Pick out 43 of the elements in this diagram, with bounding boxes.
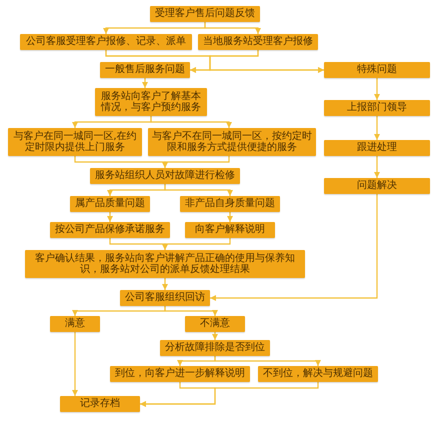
arrow bbox=[162, 156, 230, 168]
process-box: 非产品自身质量问题 bbox=[180, 196, 280, 212]
process-box: 特殊问题 bbox=[324, 62, 430, 78]
process-box: 与客户不在同一城同一区，按约定时限和服务方式提供便捷的服务 bbox=[148, 128, 316, 156]
arrow bbox=[227, 212, 233, 222]
arrow bbox=[374, 116, 380, 140]
process-box: 公司客服组织回访 bbox=[120, 290, 210, 306]
process-box: 公司客服受理客户报修、记录、派单 bbox=[20, 34, 192, 50]
process-box: 向客户解释说明 bbox=[185, 222, 275, 238]
arrow bbox=[107, 212, 113, 222]
arrow bbox=[162, 238, 231, 250]
process-box: 到位，向客户进一步解释说明 bbox=[110, 366, 250, 382]
process-box: 记录存档 bbox=[60, 396, 140, 412]
process-box: 分析故障排除是否到位 bbox=[160, 340, 270, 356]
process-box: 与客户在同一城同一区,在约定时限内提供上门服务 bbox=[8, 128, 142, 156]
arrow bbox=[162, 278, 168, 290]
process-box: 客户确认结果，服务站向客户讲解产品正确的使用与保养知识，服务站对公司的派单反馈处理结果 bbox=[25, 250, 305, 278]
arrow bbox=[210, 194, 378, 301]
arrow bbox=[72, 332, 78, 396]
process-box: 服务站组织人员对故障进行检修 bbox=[90, 168, 240, 184]
process-box: 属产品质量问题 bbox=[70, 196, 150, 212]
process-box: 跟进处理 bbox=[324, 140, 430, 156]
process-box: 一般售后服务问题 bbox=[100, 62, 190, 78]
arrow bbox=[374, 156, 380, 178]
arrow bbox=[212, 332, 218, 340]
arrow bbox=[204, 22, 261, 34]
process-box: 服务站向客户了解基本情况，与客户预约服务 bbox=[95, 88, 207, 116]
arrow bbox=[140, 382, 319, 407]
process-box: 当地服务站受理客户报修 bbox=[198, 34, 318, 50]
process-box: 满意 bbox=[50, 316, 100, 332]
process-box: 不满意 bbox=[185, 316, 245, 332]
process-box: 不到位，解决与规避问题 bbox=[258, 366, 378, 382]
process-box: 问题解决 bbox=[324, 178, 430, 194]
arrow bbox=[374, 78, 380, 100]
arrow bbox=[150, 116, 232, 128]
arrow bbox=[209, 50, 324, 73]
arrow bbox=[214, 356, 321, 366]
process-box: 上报部门领导 bbox=[324, 100, 430, 116]
arrow bbox=[164, 184, 233, 196]
process-box: 按公司产品保修承诺服务 bbox=[50, 222, 170, 238]
arrow bbox=[164, 306, 218, 316]
process-box: 受理客户售后问题反馈 bbox=[150, 6, 260, 22]
arrow bbox=[142, 78, 148, 88]
